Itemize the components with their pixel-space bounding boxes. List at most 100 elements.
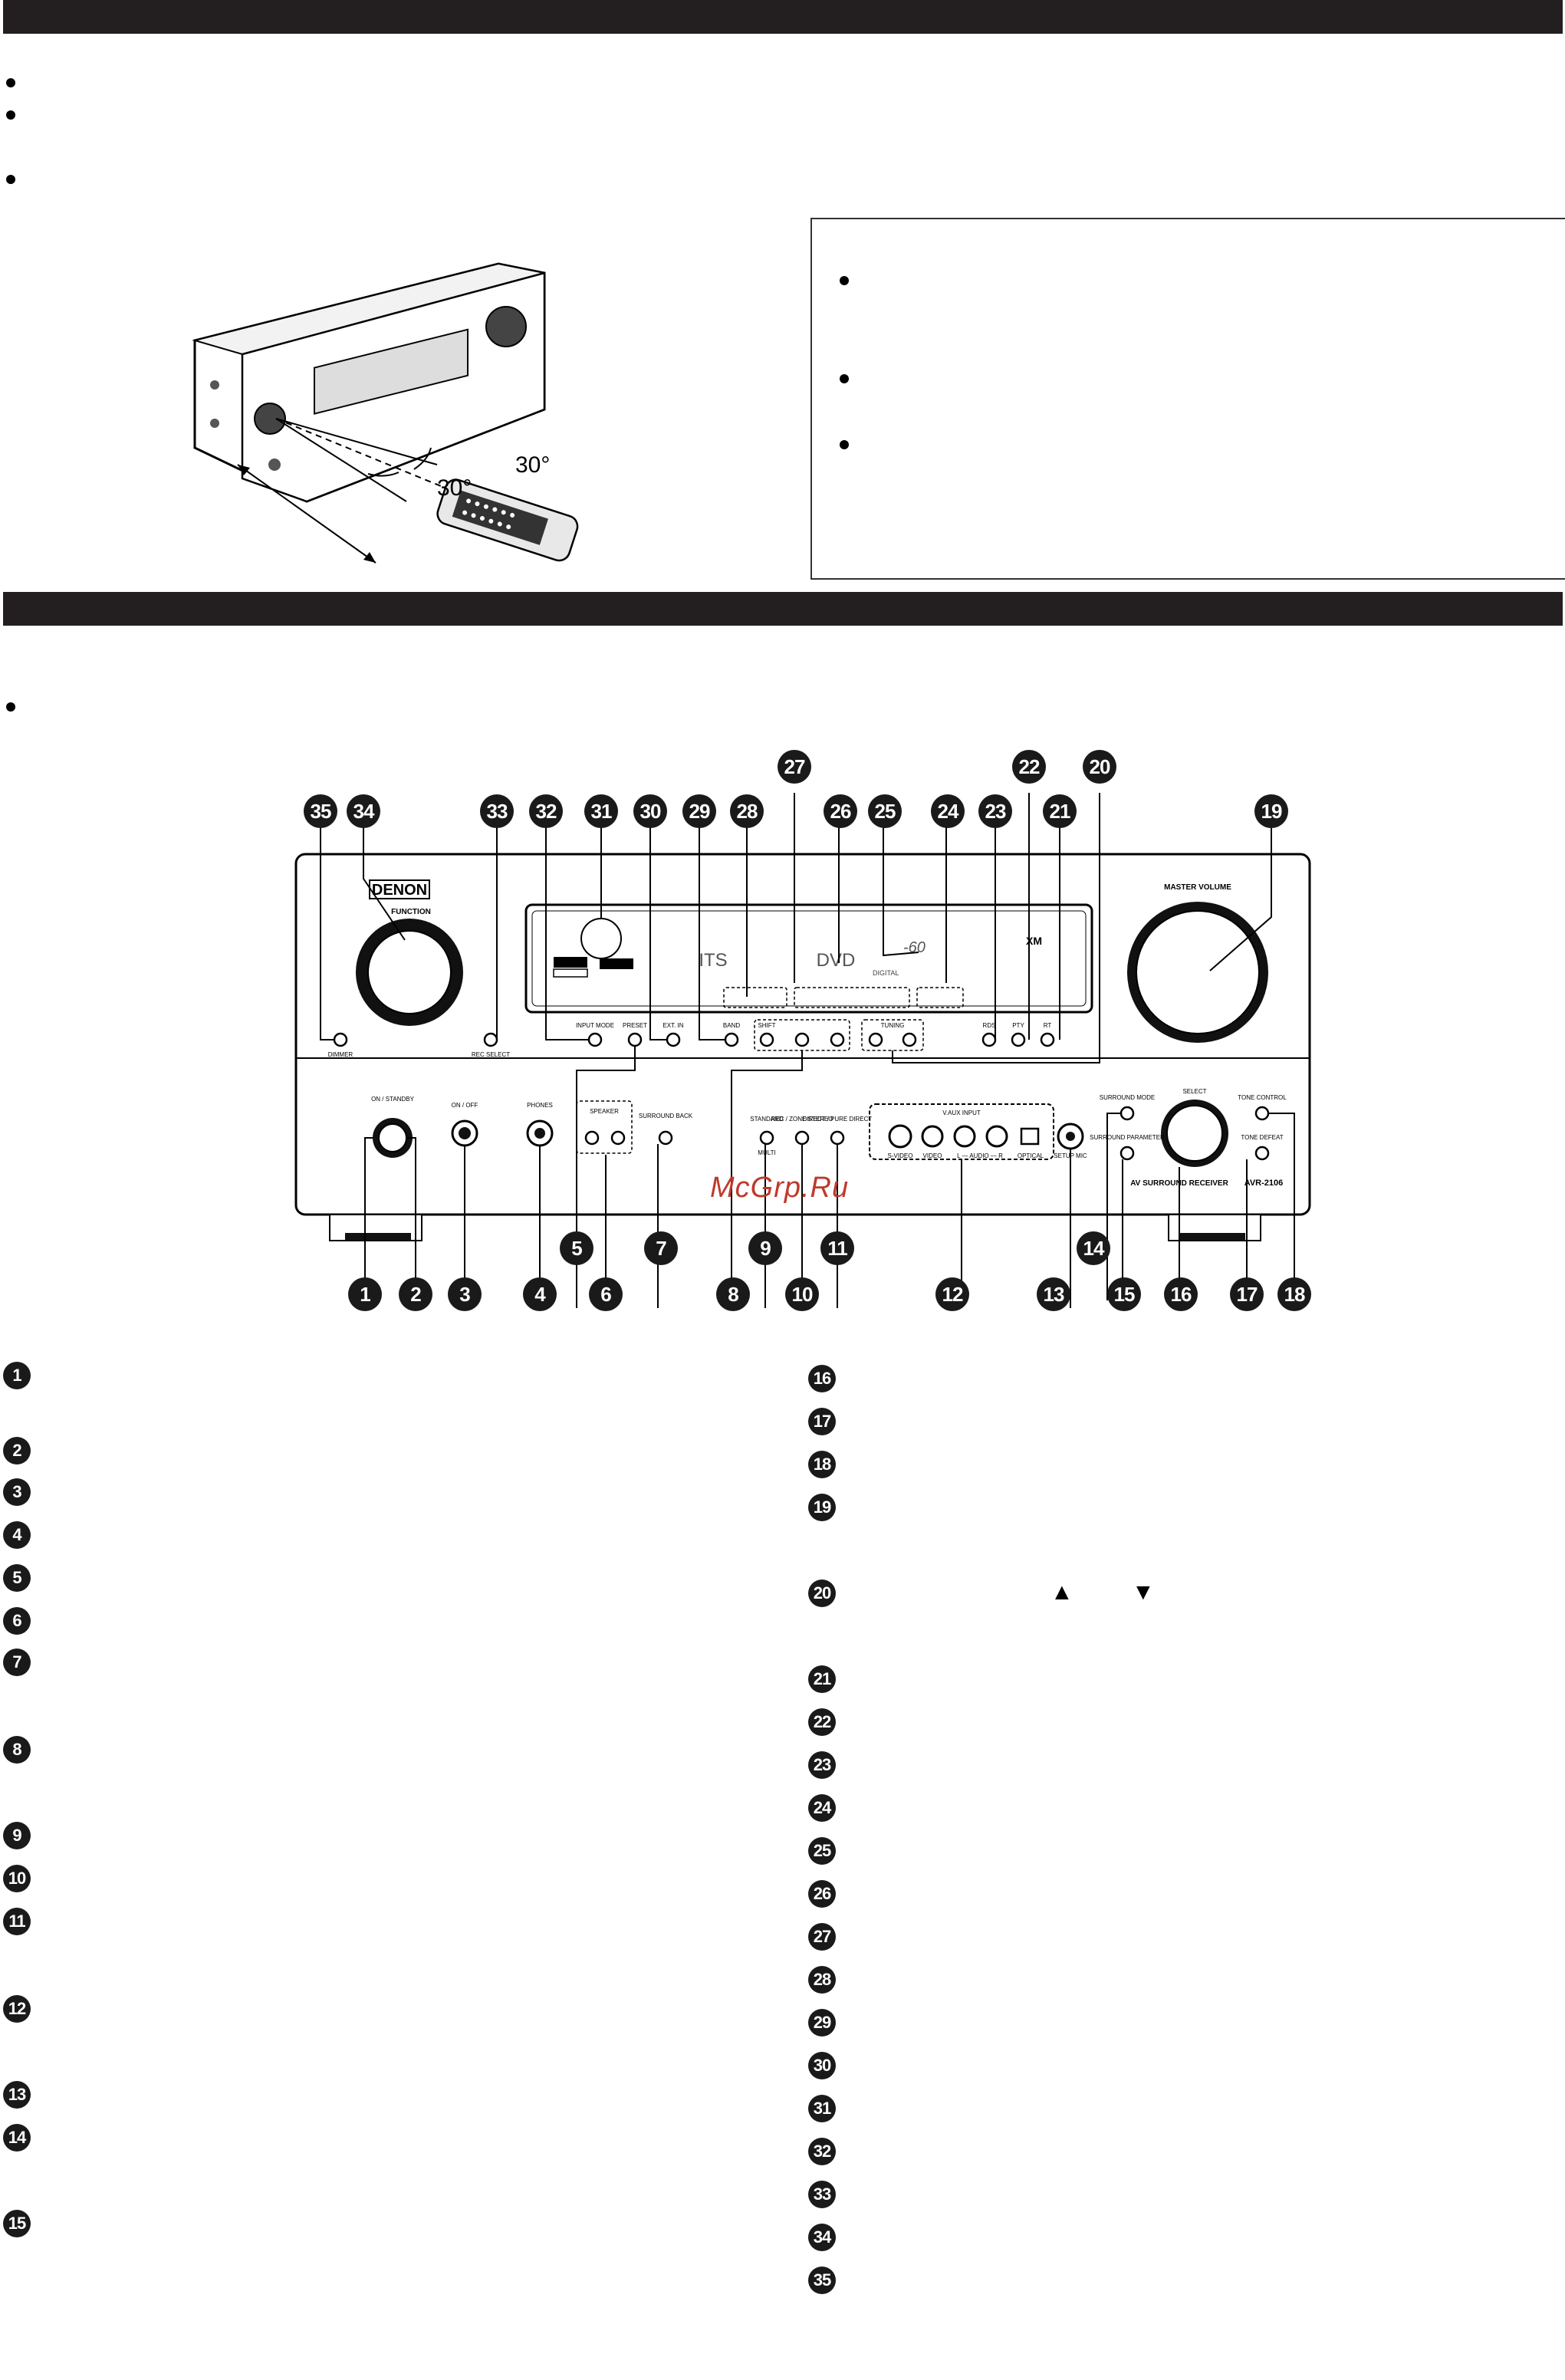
bullet	[6, 110, 15, 120]
section-header-bar-middle	[3, 592, 1563, 626]
standard-label: STANDARD	[750, 1116, 784, 1123]
list-number: 6	[3, 1607, 31, 1635]
callout-33: 33	[480, 794, 514, 828]
display-text-left: ITS	[699, 950, 727, 971]
band-button[interactable]	[724, 1032, 739, 1047]
audio-l-jack[interactable]	[953, 1125, 976, 1148]
list-number: 16	[808, 1365, 836, 1392]
audio-r-jack[interactable]	[985, 1125, 1008, 1148]
list-number: 9	[3, 1822, 31, 1849]
callout-34: 34	[347, 794, 380, 828]
preset-down-button[interactable]	[794, 1032, 810, 1047]
rec-select-button[interactable]	[483, 1032, 498, 1047]
tone-control-button[interactable]	[1254, 1106, 1270, 1121]
callout-5: 5	[560, 1231, 593, 1265]
callout-31: 31	[584, 794, 618, 828]
on-standby-label: ON / STANDBY	[371, 1096, 415, 1103]
list-number: 29	[808, 2009, 836, 2036]
list-number: 26	[808, 1880, 836, 1908]
standard-button[interactable]	[759, 1130, 774, 1146]
list-number: 13	[3, 2081, 31, 2109]
callout-23: 23	[978, 794, 1012, 828]
callout-22: 22	[1012, 750, 1046, 784]
tone-defeat-label: TONE DEFEAT	[1241, 1134, 1283, 1141]
callout-9: 9	[748, 1231, 782, 1265]
optical-jack[interactable]	[1020, 1127, 1040, 1146]
callout-6: 6	[589, 1277, 623, 1311]
list-number: 1	[3, 1362, 31, 1389]
front-panel-diagram: DENON FUNCTION MASTER VOLUME ITS DVD -60…	[294, 793, 1311, 1308]
rt-button[interactable]	[1040, 1032, 1055, 1047]
list-number: 19	[808, 1494, 836, 1521]
callout-17: 17	[1230, 1277, 1264, 1311]
ext-in-button[interactable]	[666, 1032, 681, 1047]
callout-7: 7	[644, 1231, 678, 1265]
section-header-bar-top	[3, 0, 1563, 34]
list-number: 32	[808, 2138, 836, 2165]
surround-mode-button[interactable]	[1120, 1106, 1135, 1121]
bullet	[6, 702, 15, 712]
callout-20: 20	[1083, 750, 1116, 784]
range-line-right	[275, 418, 438, 465]
rt-label: RT	[1044, 1022, 1052, 1029]
tuning-up-button[interactable]	[902, 1032, 917, 1047]
callout-26: 26	[824, 794, 857, 828]
list-number: 7	[3, 1649, 31, 1676]
dimmer-button[interactable]	[333, 1032, 348, 1047]
model-number: AVR-2106	[1244, 1178, 1284, 1188]
tuning-label: TUNING	[881, 1022, 905, 1029]
audio-label: L — AUDIO — R	[957, 1152, 1003, 1159]
list-number: 33	[808, 2181, 836, 2208]
bullet	[840, 276, 849, 285]
tone-defeat-button[interactable]	[1254, 1146, 1270, 1161]
callout-18: 18	[1277, 1277, 1311, 1311]
list-number: 15	[3, 2210, 31, 2237]
surround-mode-label: SURROUND MODE	[1100, 1094, 1155, 1101]
display-text-center: DVD	[817, 950, 856, 971]
power-label: ON / OFF	[452, 1102, 478, 1109]
list-number: 5	[3, 1564, 31, 1592]
rec-select-label: REC SELECT	[472, 1051, 510, 1058]
surround-back-button[interactable]	[658, 1130, 673, 1146]
band-label: BAND	[723, 1022, 740, 1029]
callout-15: 15	[1107, 1277, 1141, 1311]
select-label: SELECT	[1182, 1088, 1206, 1095]
list-number: 4	[3, 1521, 31, 1549]
input-mode-button[interactable]	[587, 1032, 603, 1047]
up-arrow-icon: ▲	[1050, 1580, 1073, 1605]
rds-button[interactable]	[981, 1032, 997, 1047]
tuning-down-button[interactable]	[868, 1032, 883, 1047]
callout-19: 19	[1254, 794, 1288, 828]
surround-parameter-button[interactable]	[1120, 1146, 1135, 1161]
list-number: 21	[808, 1665, 836, 1693]
tone-control-label: TONE CONTROL	[1238, 1094, 1287, 1101]
pty-button[interactable]	[1011, 1032, 1026, 1047]
display-xm-logo: XM	[1026, 935, 1042, 947]
speaker-label: SPEAKER	[590, 1108, 619, 1115]
list-number: 24	[808, 1794, 836, 1822]
notes-box	[810, 218, 1565, 580]
speaker-b-button[interactable]	[610, 1130, 626, 1146]
angle-label-right: 30°	[515, 452, 550, 478]
s-video-jack[interactable]	[888, 1124, 912, 1149]
callout-28: 28	[730, 794, 764, 828]
callout-30: 30	[633, 794, 667, 828]
preset-up-button[interactable]	[830, 1032, 845, 1047]
preset-label: PRESET	[623, 1022, 647, 1029]
callout-12: 12	[935, 1277, 969, 1311]
callout-10: 10	[785, 1277, 819, 1311]
preset-button[interactable]	[627, 1032, 643, 1047]
rec-zone-stereo-button[interactable]	[794, 1130, 810, 1146]
pure-direct-button[interactable]	[830, 1130, 845, 1146]
shift-label: SHIFT	[758, 1022, 775, 1029]
list-number: 3	[3, 1478, 31, 1506]
speaker-a-button[interactable]	[584, 1130, 600, 1146]
video-jack[interactable]	[921, 1125, 944, 1148]
shift-button[interactable]	[759, 1032, 774, 1047]
input-mode-label: INPUT MODE	[576, 1022, 614, 1029]
callout-21: 21	[1043, 794, 1077, 828]
rec-zone-stereo-label: REC / ZONE STEREO	[771, 1116, 833, 1123]
pty-label: PTY	[1012, 1022, 1024, 1029]
bullet	[6, 175, 15, 184]
list-number: 12	[3, 1995, 31, 2023]
